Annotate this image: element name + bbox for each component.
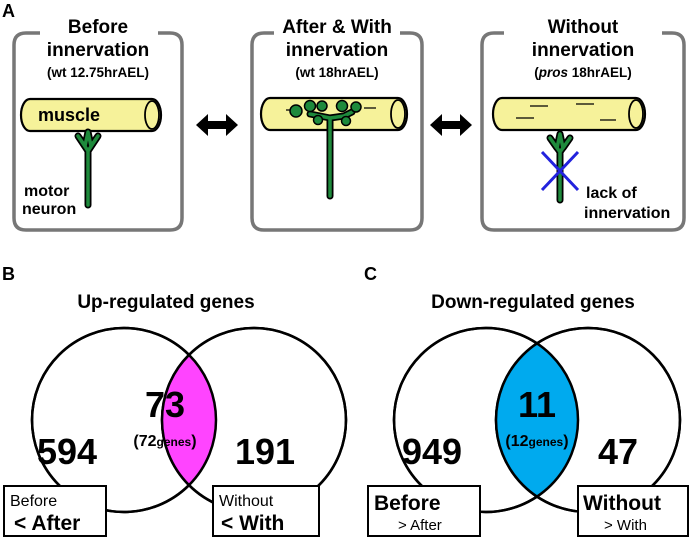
down-right-count: 47 xyxy=(598,431,638,472)
motor-label-2: neuron xyxy=(22,201,76,218)
up-sub-close: ) xyxy=(191,433,196,450)
box-after-title-2: innervation xyxy=(286,40,388,61)
box-after-title-1: After & With xyxy=(282,17,392,38)
double-arrow-icon xyxy=(196,114,238,136)
up-left-label-1: Before xyxy=(10,493,57,510)
muscle-label: muscle xyxy=(38,105,100,125)
up-right-label-2: < With xyxy=(221,512,284,535)
down-left-count: 949 xyxy=(402,431,462,472)
box-after-subtitle: (wt 18hrAEL) xyxy=(295,65,378,80)
cross-icon xyxy=(540,150,580,192)
subtitle-italic: pros xyxy=(538,65,569,80)
box-before-title-1: Before xyxy=(68,17,128,38)
motor-neuron-icon xyxy=(74,128,102,209)
down-sub-close: ) xyxy=(563,433,568,450)
subtitle-rest: 18hrAEL) xyxy=(568,65,632,80)
panel-a-letter: A xyxy=(2,1,15,21)
up-right-count: 191 xyxy=(235,431,295,472)
panel-c-title: Down-regulated genes xyxy=(431,292,635,313)
venn-up xyxy=(30,326,348,514)
down-sub-open: (12 xyxy=(505,433,528,450)
down-right-label-1: Without xyxy=(583,492,661,515)
box-before-subtitle: (wt 12.75hrAEL) xyxy=(47,65,149,80)
muscle-before xyxy=(19,97,163,133)
box-before-frame xyxy=(12,31,184,232)
lack-label-2: innervation xyxy=(584,205,670,222)
up-sub-open: (72 xyxy=(133,433,156,450)
box-without-frame xyxy=(480,31,686,232)
panel-c-letter: C xyxy=(364,264,377,284)
panel-b-title: Up-regulated genes xyxy=(77,292,254,313)
up-left-label-2: < After xyxy=(14,512,80,535)
down-right-label-box xyxy=(577,485,689,537)
panel-b-letter: B xyxy=(2,264,15,284)
down-sub-genes: genes xyxy=(529,435,564,449)
down-overlap-count: 11 xyxy=(518,384,556,425)
double-arrow-icon xyxy=(430,114,472,136)
down-left-label-1: Before xyxy=(374,492,441,515)
motor-label-1: motor xyxy=(24,183,69,200)
down-right-label-2: > With xyxy=(604,517,647,534)
box-without-title-2: innervation xyxy=(532,40,634,61)
lack-label-1: lack of xyxy=(586,185,637,202)
down-left-label-box xyxy=(367,485,481,537)
motor-neuron-icon xyxy=(546,130,574,204)
down-left-label-2: > After xyxy=(398,517,442,534)
box-after-frame xyxy=(250,31,424,232)
box-without-title-1: Without xyxy=(548,17,619,38)
muscle-without xyxy=(491,96,647,132)
up-left-label-box xyxy=(3,485,107,537)
down-overlap-subtitle: (12genes) xyxy=(505,433,568,450)
box-without-subtitle: (pros 18hrAEL) xyxy=(534,65,632,80)
up-overlap-subtitle: (72genes) xyxy=(133,433,196,450)
subtitle-open: ( xyxy=(534,65,539,80)
up-sub-genes: genes xyxy=(157,435,192,449)
box-before-title-2: innervation xyxy=(47,40,149,61)
innervating-neuron-icon xyxy=(289,99,362,200)
up-overlap-count: 73 xyxy=(145,384,185,425)
up-right-label-box xyxy=(212,485,320,537)
up-left-count: 594 xyxy=(37,431,97,472)
venn-down-overlap xyxy=(496,328,578,512)
up-right-label-1: Without xyxy=(219,493,274,510)
venn-down xyxy=(392,326,682,514)
